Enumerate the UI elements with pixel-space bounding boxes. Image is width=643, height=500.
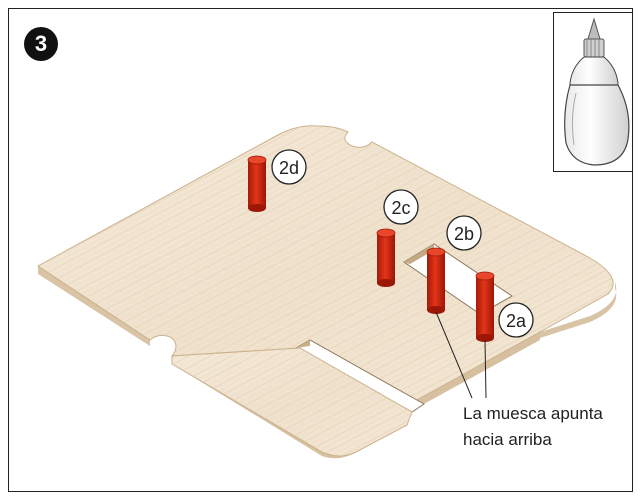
leader-line-2b xyxy=(435,311,473,399)
peg-2b xyxy=(426,247,446,314)
notch-note-line-1: La muesca apunta xyxy=(463,404,603,423)
peg-2c xyxy=(376,228,396,287)
step-number: 3 xyxy=(34,31,48,56)
wooden-board xyxy=(37,125,617,459)
callout-2c-label: 2c xyxy=(391,198,410,218)
callout-2a: 2a xyxy=(498,302,534,338)
callout-2a-label: 2a xyxy=(506,311,527,331)
glue-bottle-icon xyxy=(564,17,630,166)
peg-2a xyxy=(475,271,495,342)
peg-2d xyxy=(247,155,267,212)
leader-line-2a xyxy=(484,339,487,399)
callout-2b: 2b xyxy=(446,215,482,251)
glue-inset-panel xyxy=(553,12,633,172)
callout-2d-label: 2d xyxy=(279,158,299,178)
callout-2d: 2d xyxy=(271,149,307,185)
notch-note: La muesca apunta hacia arriba xyxy=(463,401,603,453)
step-number-badge: 3 xyxy=(24,27,58,61)
callout-2c: 2c xyxy=(383,189,419,225)
notch-note-line-2: hacia arriba xyxy=(463,430,552,449)
callout-2b-label: 2b xyxy=(454,224,474,244)
